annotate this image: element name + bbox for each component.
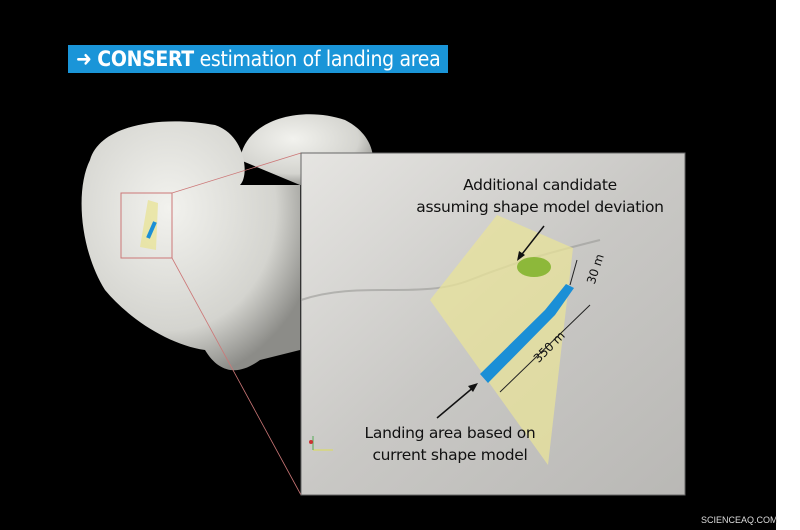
comet-large-lobe <box>81 121 300 371</box>
landing-area <box>480 284 574 383</box>
uncertainty-zone <box>430 215 573 465</box>
zoom-box <box>120 192 173 259</box>
arrow-icon: ➜ <box>76 47 92 71</box>
landing-area-label: Landing area based on current shape mode… <box>335 422 565 466</box>
label-line: Additional candidate <box>463 176 617 194</box>
zoomed-inset <box>300 152 686 496</box>
credit-watermark: SCIENCEAQ.COM <box>701 515 778 525</box>
label-line: current shape model <box>372 446 528 464</box>
additional-candidate-area <box>517 257 551 277</box>
axes-triad-icon <box>309 436 333 451</box>
label-line: assuming shape model deviation <box>416 198 664 216</box>
title-bold: CONSERT <box>97 47 194 71</box>
title-rest: estimation of landing area <box>199 47 441 71</box>
label-line: Landing area based on <box>364 424 536 442</box>
page-title: ➜ CONSERT estimation of landing area <box>68 45 449 73</box>
additional-candidate-label: Additional candidate assuming shape mode… <box>400 174 680 218</box>
